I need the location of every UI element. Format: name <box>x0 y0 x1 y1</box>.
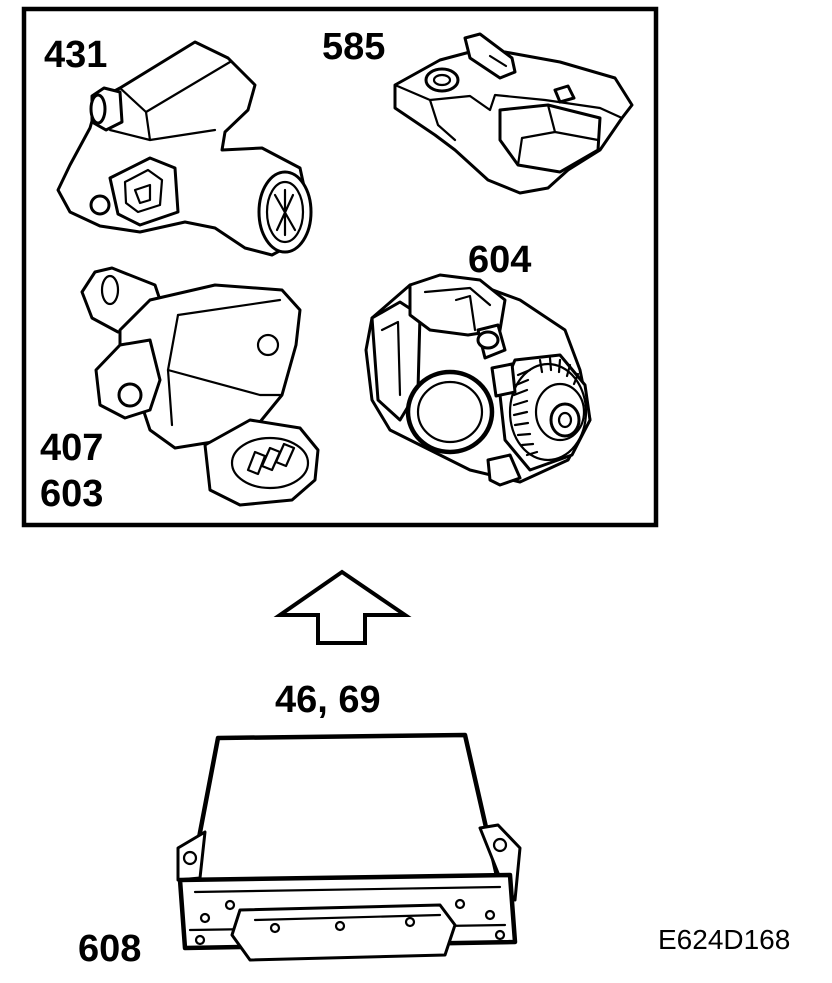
label-608: 608 <box>78 928 142 970</box>
throttle-body-604-drawing <box>364 273 592 487</box>
sensor-585-drawing <box>393 32 634 195</box>
up-arrow <box>273 569 412 645</box>
sensor-407-603-drawing <box>80 266 320 507</box>
label-585: 585 <box>322 26 386 68</box>
label-604: 604 <box>468 239 532 281</box>
figure-code: E624D168 <box>658 924 791 955</box>
label-431: 431 <box>44 34 108 76</box>
label-signal-ref: 46, 69 <box>275 679 381 721</box>
control-module-608-drawing <box>176 732 522 962</box>
label-603: 603 <box>40 473 104 515</box>
sensor-431-drawing <box>56 40 313 257</box>
label-407: 407 <box>40 427 104 469</box>
